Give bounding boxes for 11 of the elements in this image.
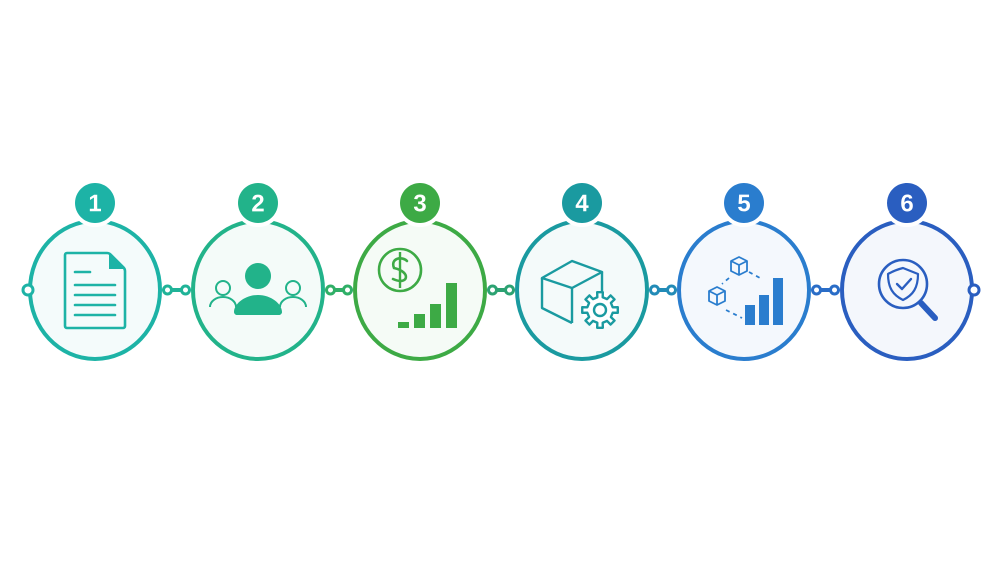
connector: [325, 284, 353, 296]
node-label: 3: [414, 194, 426, 212]
node-label: 6: [901, 194, 913, 212]
node-label: 4: [576, 194, 589, 212]
node-label: 5: [738, 194, 750, 212]
connector: [162, 284, 191, 296]
connector: [649, 284, 677, 296]
node-label: 1: [90, 194, 102, 212]
connector: [811, 284, 840, 296]
node-label: 2: [252, 194, 264, 212]
connector: [487, 284, 515, 296]
